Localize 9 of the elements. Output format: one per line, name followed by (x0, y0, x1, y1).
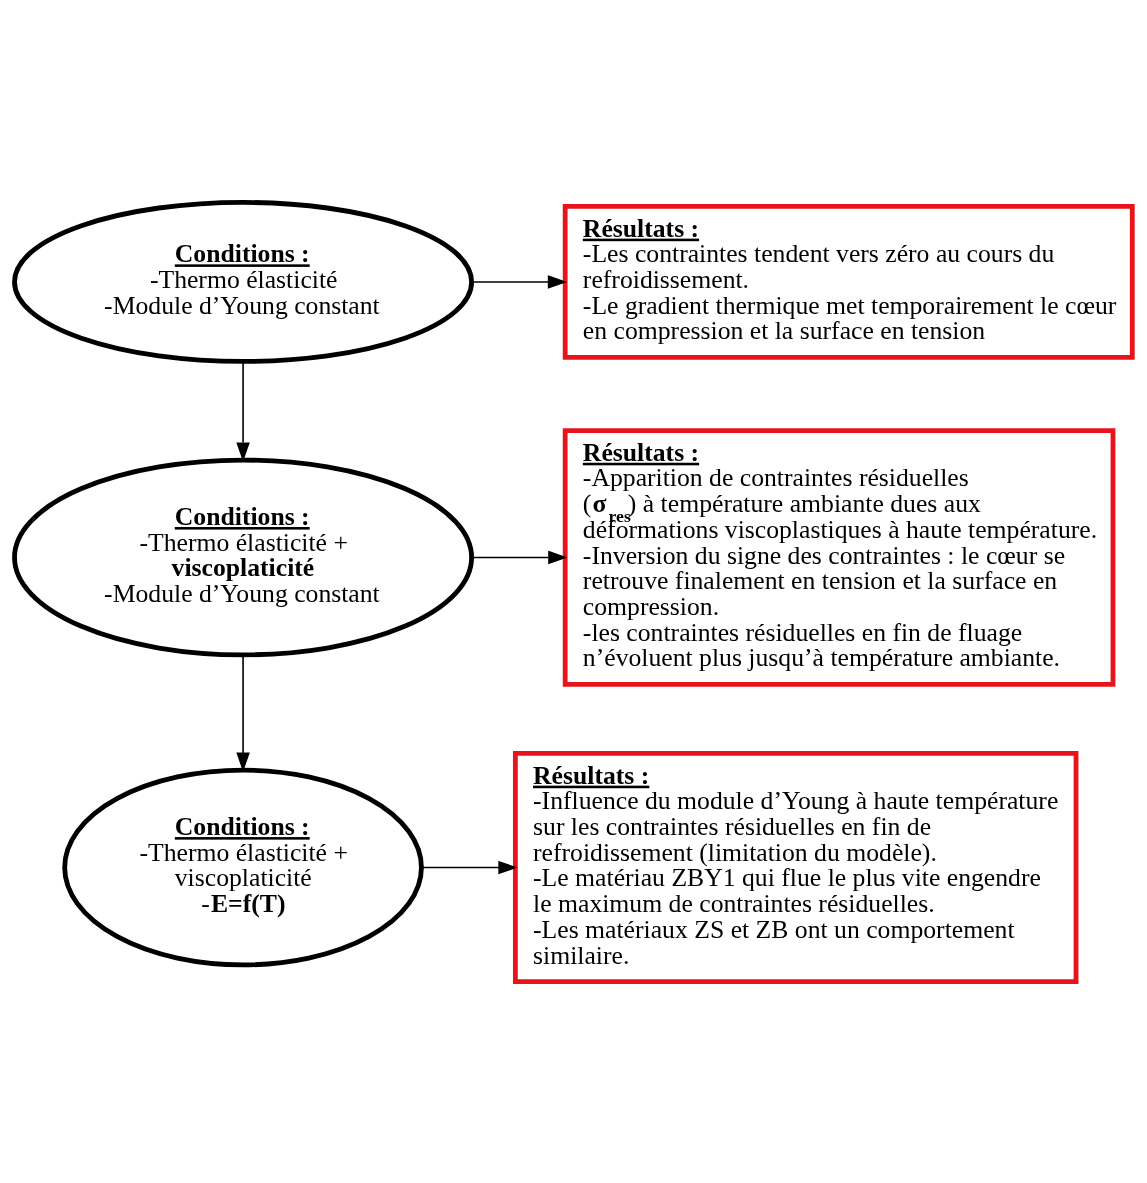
arrow (471, 274, 568, 289)
node-box: Résultats : -Influence du module d’Young à haute température sur les contraintes résiduelles en fin de refroidissement (limitation du modèle). -Le matériau ZBY1 qui flue le plus vite engendre le maximum de contraintes résiduelles. -Les matériaux ZS et ZB ont un comportement similaire. (512, 750, 1079, 984)
node-ellipse: Conditions : -Thermo élasticité + viscoplaticité -E=f(T) (62, 767, 424, 967)
arrow (471, 550, 568, 564)
arrow (420, 860, 518, 874)
node-box: Résultats : -Les contraintes tendent vers zéro au cours du refroidissement. -Le gradient thermique met temporairement le cœur en compression et la surface en tension (562, 203, 1135, 360)
node-box: Résultats : -Apparition de contraintes résiduelles (σ$_{res}$) à température ambiante dues aux déformations viscoplastiques à haute température. -Inversion du signe des contraintes : le cœur se retrouve finalement en tension et la surface en compression. -les contraintes résiduelles en fin de fluage n’évoluent plus jusqu’à température ambiante. (562, 427, 1116, 687)
node-ellipse: Conditions : -Thermo élasticité -Module d’Young constant (12, 199, 475, 364)
node-ellipse: Conditions : -Thermo élasticité + viscoplaticité -Module d’Young constant (12, 457, 475, 657)
